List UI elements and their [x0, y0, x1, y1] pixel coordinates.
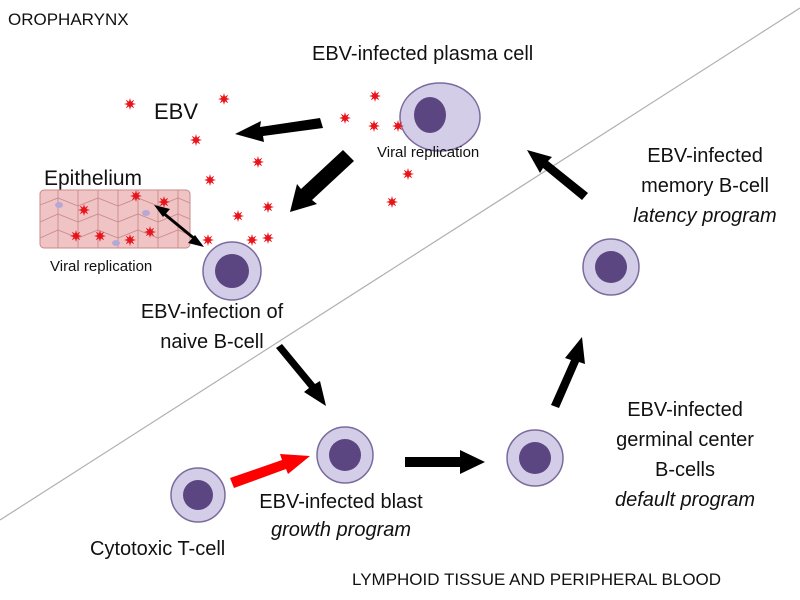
epithelium-nucleus	[112, 240, 120, 246]
ebv-virion-icon	[262, 201, 274, 213]
ebv-virion-icon	[246, 234, 258, 246]
ebv-virion-icon	[368, 120, 380, 132]
ebv-virion-icon	[144, 226, 156, 238]
epithelium-viral-replication-label: Viral replication	[50, 258, 153, 275]
ebv-virion-icon	[339, 112, 351, 124]
plasma-cell	[399, 82, 481, 152]
ebv-virion-icon	[402, 168, 414, 180]
blast-cell	[316, 426, 374, 484]
plasma-cell-label: EBV-infected plasma cell	[312, 43, 534, 65]
ebv-virion-icon	[232, 210, 244, 222]
ebv-virion-icon	[218, 93, 230, 105]
ebv-virion-icon	[124, 234, 136, 246]
germinal-b-cell-label-line2: germinal center	[616, 429, 754, 451]
ebv-virion-icon	[94, 230, 106, 242]
ebv-virion-cluster	[70, 90, 414, 246]
arrow-blast-to-germinal	[405, 450, 485, 474]
memory-b-cell-label-line2: memory B-cell	[641, 175, 769, 197]
arrow-epithelium-naive-exchange	[154, 205, 204, 247]
germinal-b-cell-program-label: default program	[614, 489, 756, 511]
arrow-germinal-to-memory	[551, 337, 585, 408]
memory-b-cell	[582, 238, 640, 296]
ebv-virion-icon	[262, 232, 274, 244]
naive-b-cell-nucleus	[215, 254, 249, 288]
epithelium-label: Epithelium	[44, 167, 143, 190]
memory-b-cell-label-line1: EBV-infected	[647, 145, 763, 167]
blast-label: EBV-infected blast	[259, 491, 423, 513]
naive-b-cell-label-line2: naive B-cell	[160, 331, 264, 353]
ebv-virion-icon	[252, 156, 264, 168]
ebv-virion-icon	[124, 98, 136, 110]
blast-program-label: growth program	[270, 519, 412, 541]
cytotoxic-t-cell-label: Cytotoxic T-cell	[90, 538, 226, 560]
arrow-naive-to-blast	[276, 344, 326, 406]
cytotoxic-t-cell-nucleus	[183, 480, 213, 510]
epithelium-nucleus	[142, 210, 150, 216]
epithelium-nucleus	[55, 202, 63, 208]
arrow-memory-to-plasma	[527, 150, 588, 200]
germinal-center-b-cell-nucleus	[519, 442, 551, 474]
ebv-virion-icon	[386, 196, 398, 208]
naive-b-cell-label-line1: EBV-infection of	[140, 301, 284, 323]
blast-cell-nucleus	[329, 439, 361, 471]
ebv-virion-icon	[204, 174, 216, 186]
ebv-virion-icon	[78, 204, 90, 216]
region-divider-line	[0, 7, 800, 521]
ebv-virion-icon	[158, 196, 170, 208]
cytotoxic-t-cell	[170, 467, 226, 523]
germinal-center-b-cell	[506, 429, 564, 487]
ebv-virion-icon	[392, 120, 404, 132]
arrow-plasma-to-naive-b-cell	[290, 150, 354, 212]
arrow-tcell-attacks-blast	[230, 454, 310, 488]
plasma-cell-nucleus	[414, 97, 446, 133]
plasma-viral-replication-label: Viral replication	[377, 144, 480, 161]
ebv-label: EBV	[154, 99, 199, 124]
ebv-virion-icon	[70, 230, 82, 242]
ebv-virion-icon	[190, 134, 202, 146]
region-label-lymphoid-tissue: LYMPHOID TISSUE AND PERIPHERAL BLOOD	[352, 570, 722, 589]
epithelium-cell-grid	[39, 190, 191, 248]
memory-b-cell-nucleus	[595, 251, 627, 283]
ebv-virion-icon	[202, 234, 214, 246]
naive-b-cell	[202, 241, 262, 301]
germinal-b-cell-label-line3: B-cells	[654, 459, 715, 481]
ebv-virion-icon	[130, 190, 142, 202]
ebv-virion-icon	[369, 90, 381, 102]
memory-b-cell-program-label: latency program	[633, 205, 777, 227]
region-label-oropharynx: OROPHARYNX	[8, 10, 129, 29]
arrow-plasma-to-ebv	[235, 118, 323, 142]
germinal-b-cell-label-line1: EBV-infected	[627, 399, 743, 421]
